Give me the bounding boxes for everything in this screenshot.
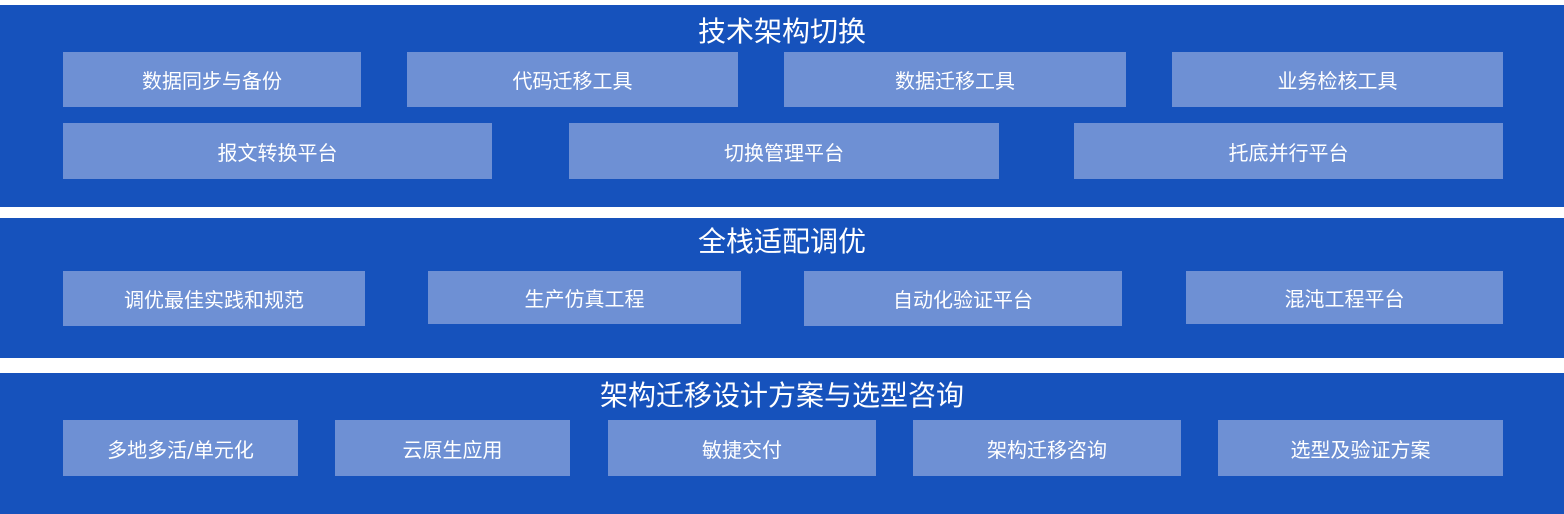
layer-full-stack-tuning: 全栈适配调优 调优最佳实践和规范 生产仿真工程 自动化验证平台 混沌工程平台 xyxy=(0,218,1564,358)
module-box: 架构迁移咨询 xyxy=(913,420,1181,476)
layer-tech-architecture-switch: 技术架构切换 数据同步与备份 代码迁移工具 数据迁移工具 业务检核工具 报文转换… xyxy=(0,5,1564,207)
module-box: 代码迁移工具 xyxy=(407,52,738,107)
module-box: 自动化验证平台 xyxy=(804,271,1122,326)
module-box: 生产仿真工程 xyxy=(428,271,741,324)
module-box: 切换管理平台 xyxy=(569,123,999,179)
module-box: 数据同步与备份 xyxy=(63,52,361,107)
module-box: 调优最佳实践和规范 xyxy=(63,271,365,326)
module-box: 数据迁移工具 xyxy=(784,52,1126,107)
layer-architecture-migration-consulting: 架构迁移设计方案与选型咨询 多地多活/单元化 云原生应用 敏捷交付 架构迁移咨询… xyxy=(0,373,1564,514)
module-box: 敏捷交付 xyxy=(608,420,876,476)
module-box: 选型及验证方案 xyxy=(1218,420,1503,476)
module-box: 混沌工程平台 xyxy=(1186,271,1503,324)
module-box: 多地多活/单元化 xyxy=(63,420,298,476)
layer-title: 全栈适配调优 xyxy=(697,225,866,258)
module-box: 业务检核工具 xyxy=(1172,52,1503,107)
module-box: 云原生应用 xyxy=(335,420,570,476)
layer-title: 架构迁移设计方案与选型咨询 xyxy=(599,379,964,412)
module-box: 托底并行平台 xyxy=(1074,123,1503,179)
module-box: 报文转换平台 xyxy=(63,123,492,179)
layer-title: 技术架构切换 xyxy=(697,15,866,48)
